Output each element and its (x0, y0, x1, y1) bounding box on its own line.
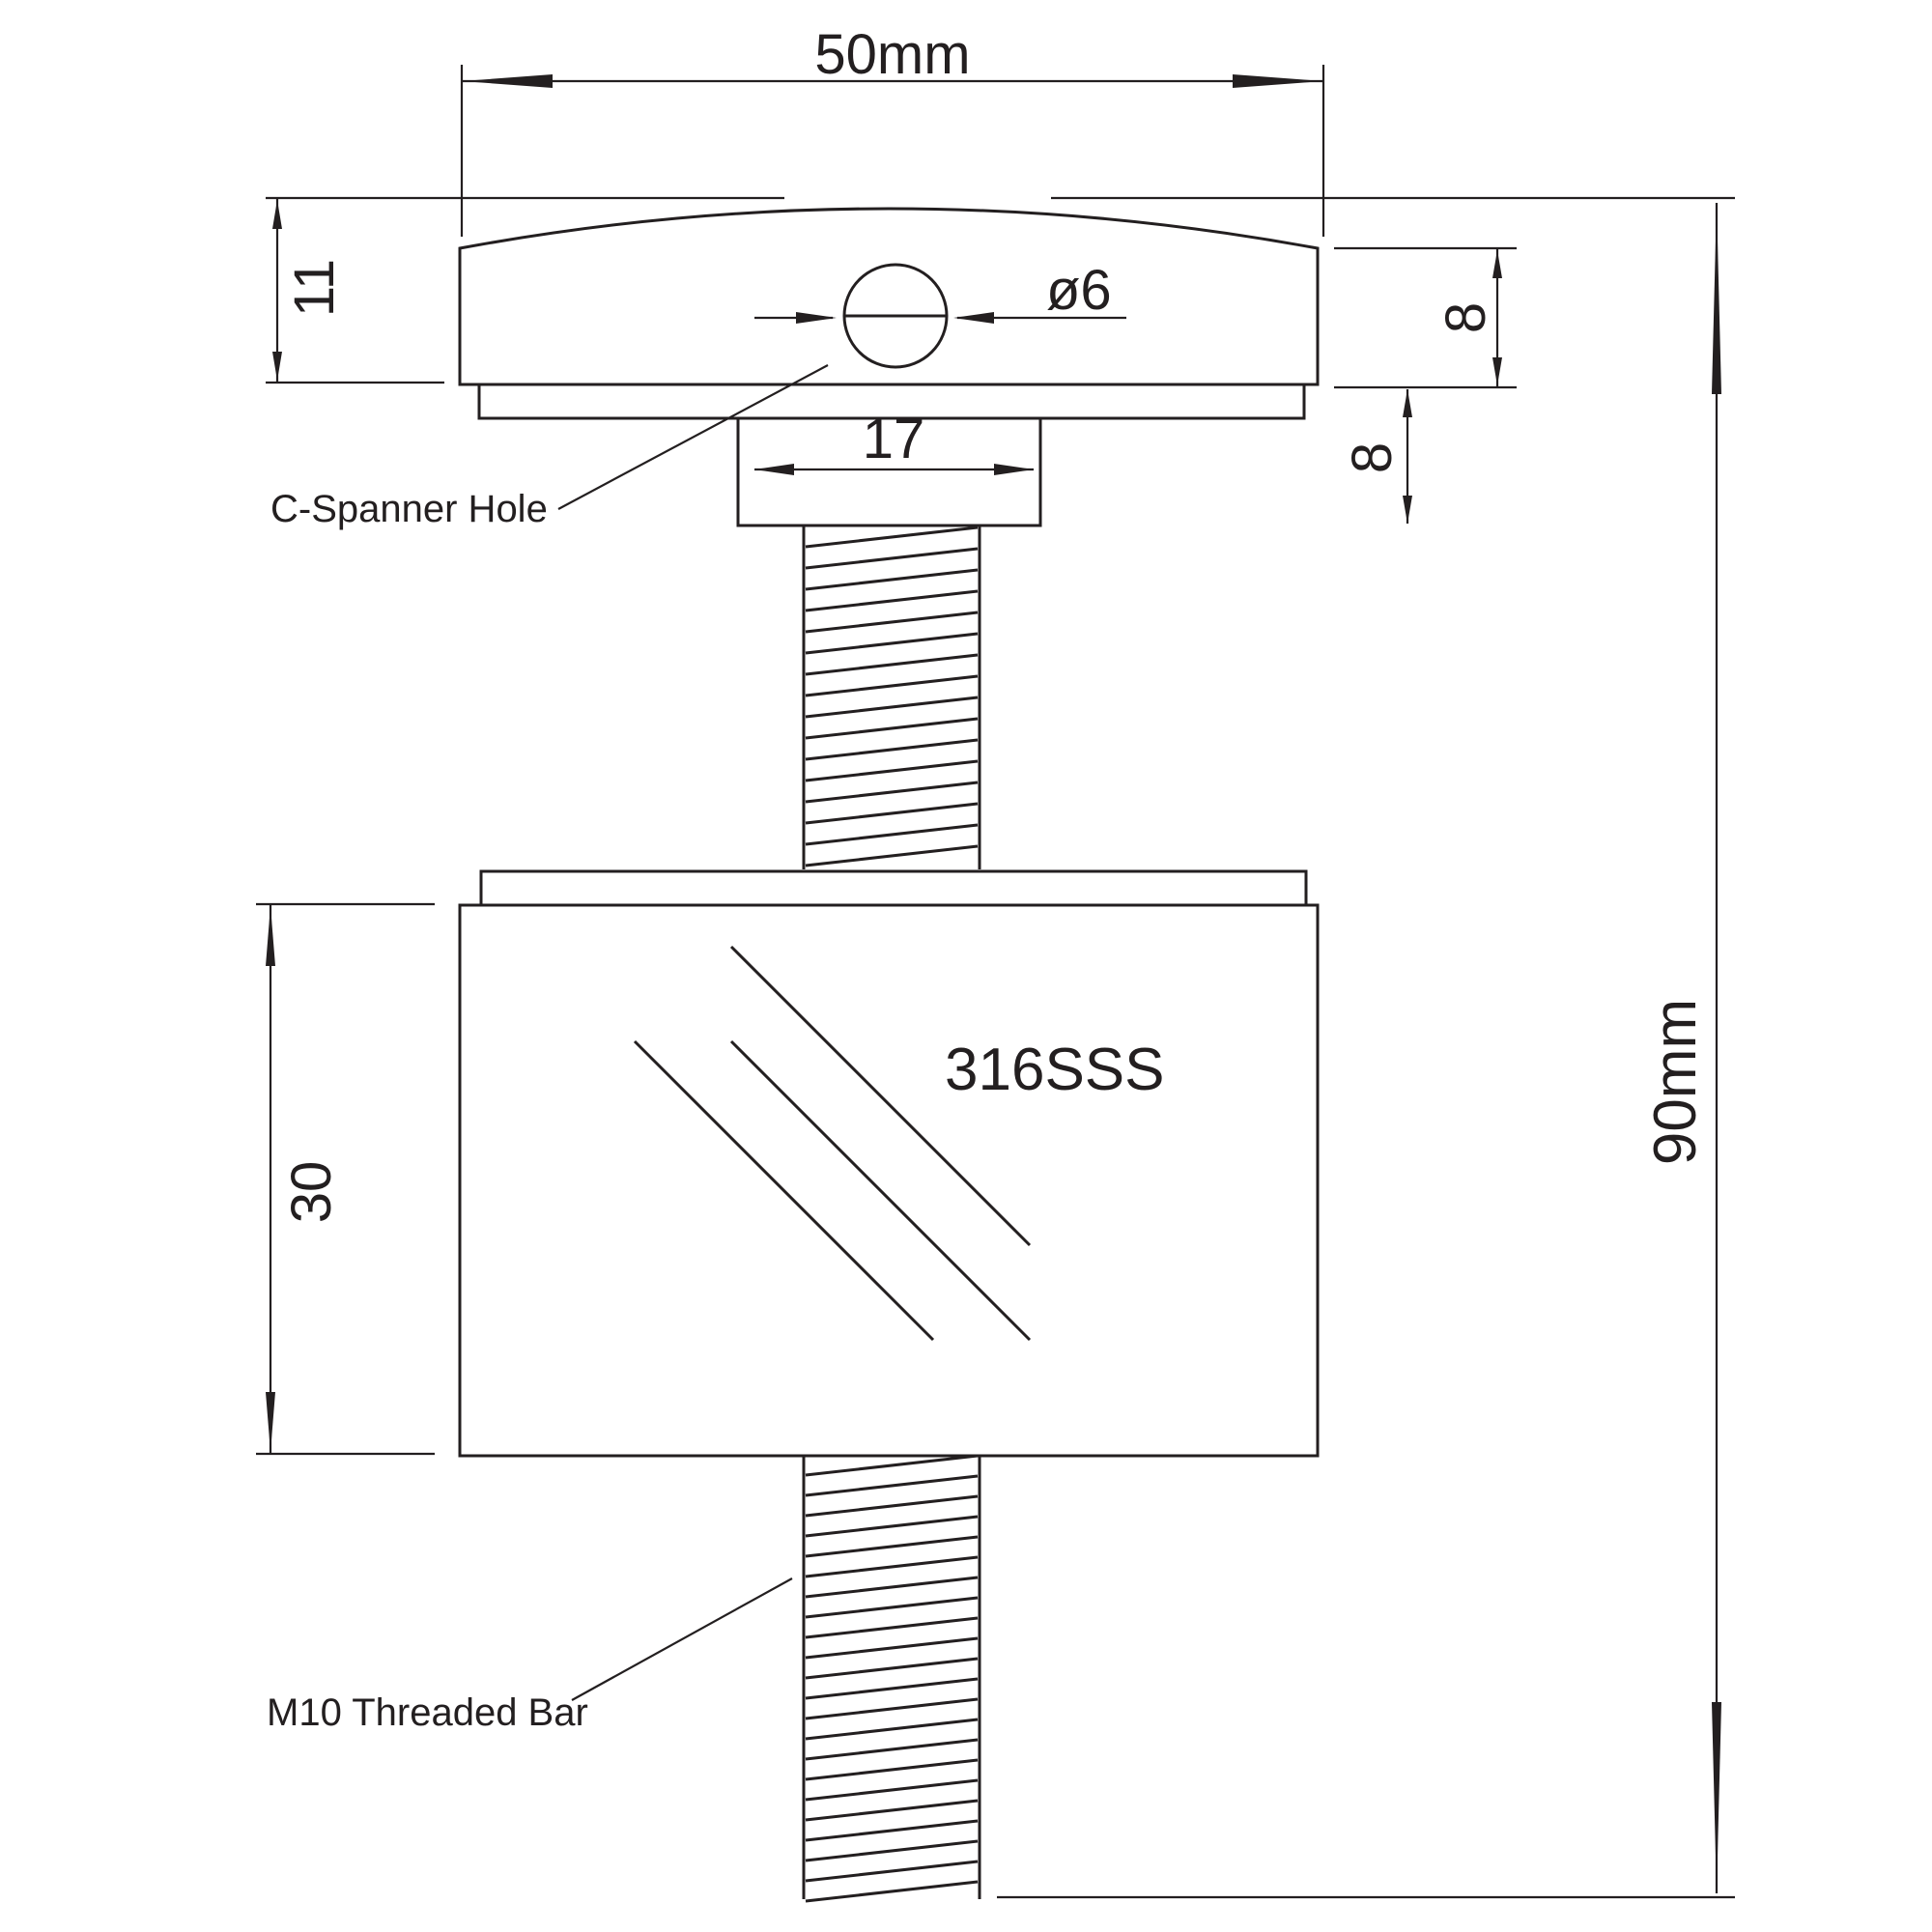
cap-washer (477, 384, 1306, 420)
dim-label-body-height: 30 (280, 1161, 343, 1224)
thread-line (805, 1799, 979, 1822)
arrowhead (1403, 496, 1412, 524)
thread-line (805, 1515, 979, 1538)
thread-line (805, 1555, 979, 1578)
thread-line (805, 1697, 979, 1720)
dim-label-overall-height: 90mm (1642, 999, 1709, 1165)
arrowhead (1233, 74, 1323, 88)
thread-line (805, 759, 979, 782)
lower-thread (802, 1454, 981, 1903)
thread-line (805, 1494, 979, 1518)
thread-line (805, 738, 979, 761)
thread-line (805, 1474, 979, 1497)
dim-hole-to-edge: 8 (1334, 246, 1517, 389)
thread-line (805, 547, 979, 570)
dim-label-hole-to-edge: 8 (1435, 302, 1497, 333)
thread-line (805, 781, 979, 804)
material-label: 316SSS (945, 1037, 1165, 1103)
thread-line (805, 611, 979, 634)
dim-label-cap-thickness: 11 (283, 259, 346, 317)
arrowhead (266, 1392, 275, 1452)
dim-label-collar-width: 17 (863, 408, 925, 470)
lower-thread-lines (805, 1454, 979, 1903)
leader-line (557, 364, 829, 510)
arrowhead (754, 464, 794, 475)
arrowhead (462, 74, 553, 88)
thread-line (805, 717, 979, 740)
thread-line (805, 653, 979, 676)
dim-cap-thickness: 11 (266, 196, 784, 384)
thread-line (805, 1819, 979, 1842)
thread-line (805, 674, 979, 697)
thread-line (805, 696, 979, 719)
thread-line (805, 1860, 979, 1883)
thread-line (805, 823, 979, 846)
cap-assembly (458, 207, 1320, 527)
thread-line (805, 1535, 979, 1558)
body-washer (479, 869, 1308, 907)
thread-line (805, 526, 979, 549)
thread-line (805, 1758, 979, 1781)
dim-label-overall-width: 50mm (814, 23, 970, 86)
thread-line (805, 1839, 979, 1862)
thread-line (805, 1738, 979, 1761)
reflection-line-1 (729, 945, 1032, 1247)
thread-line (805, 844, 979, 867)
arrowhead (266, 906, 275, 966)
dim-overall-height: 90mm (997, 203, 1735, 1899)
arrowhead (272, 352, 282, 381)
upper-thread (802, 526, 981, 869)
callout-label-threaded-bar: M10 Threaded Bar (267, 1691, 588, 1734)
thread-line (805, 1596, 979, 1619)
arrowhead (953, 312, 994, 324)
arrowhead (1712, 203, 1721, 394)
arrowhead (994, 464, 1034, 475)
dim-body-height: 30 (256, 902, 435, 1456)
dim-collar-height: 8 (1341, 389, 1412, 524)
dim-hole-diameter: ø6 (754, 259, 1126, 324)
leader-line (571, 1577, 793, 1701)
collar-outline (736, 418, 1042, 527)
arrowhead (1492, 250, 1502, 278)
thread-line (805, 802, 979, 825)
callout-threaded-bar: M10 Threaded Bar (267, 1577, 793, 1734)
arrowhead (1712, 1702, 1721, 1893)
thread-line (805, 1576, 979, 1599)
dim-overall-width: 50mm (460, 23, 1325, 237)
thread-line (805, 1454, 979, 1477)
dim-collar-width: 17 (754, 408, 1034, 475)
thread-line (805, 589, 979, 612)
upper-thread-lines (805, 526, 979, 867)
thread-line (805, 1718, 979, 1741)
callout-label-spanner-hole: C-Spanner Hole (270, 488, 548, 530)
thread-line (805, 1677, 979, 1700)
body-assembly: 316SSS (458, 869, 1320, 1458)
thread-line (805, 1636, 979, 1660)
arrowhead (272, 200, 282, 229)
thread-line (805, 1880, 979, 1903)
thread-line (805, 1657, 979, 1680)
arrowhead (1403, 389, 1412, 417)
reflection-line-2 (729, 1039, 1032, 1342)
thread-line (805, 1616, 979, 1639)
thread-line (805, 568, 979, 591)
thread-line (805, 632, 979, 655)
dim-label-collar-height: 8 (1341, 442, 1404, 473)
reflection-line-3 (633, 1039, 935, 1342)
callout-spanner-hole: C-Spanner Hole (270, 364, 829, 530)
arrowhead (1492, 357, 1502, 385)
body-block (458, 903, 1320, 1458)
cap-outline (458, 207, 1320, 386)
thread-line (805, 1778, 979, 1802)
arrowhead (796, 312, 837, 324)
dim-label-hole-diameter: ø6 (1046, 259, 1112, 322)
